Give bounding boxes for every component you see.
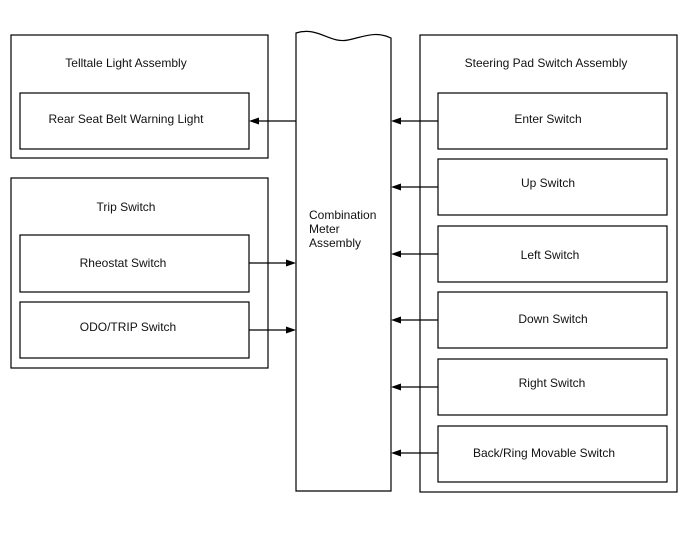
arrowhead-left: [391, 117, 401, 125]
enter-switch-box: [437, 92, 668, 150]
steering-pad-switch-assembly-group: Steering Pad Switch Assembly Enter Switc…: [419, 34, 678, 493]
connector-rheostat-to-meter: [249, 259, 296, 267]
trip-switch-group: Trip Switch Rheostat Switch ODO/TRIP Swi…: [10, 177, 269, 369]
back-ring-movable-switch-box: [437, 425, 668, 483]
connector-enter-to-meter: [391, 117, 438, 125]
combination-meter-label-line-3: Assembly: [309, 236, 361, 250]
combination-meter-label-line-2: Meter: [309, 222, 340, 236]
combination-meter-assembly-group: Combination Meter Assembly: [295, 30, 392, 492]
down-switch-box: [437, 291, 668, 349]
arrowhead-left: [391, 250, 401, 258]
odo-trip-switch-label: ODO/TRIP Switch: [80, 320, 176, 334]
up-switch-label: Up Switch: [521, 176, 575, 190]
down-switch-label: Down Switch: [518, 312, 587, 326]
odo-trip-switch-box: [19, 301, 250, 359]
back-ring-movable-switch-label: Back/Ring Movable Switch: [473, 446, 615, 460]
rear-seat-belt-warning-light-label: Rear Seat Belt Warning Light: [49, 112, 205, 126]
rheostat-switch-box: [19, 234, 250, 293]
combination-meter-assembly-box: [295, 30, 392, 492]
connector-back-ring-to-meter: [391, 449, 438, 457]
right-switch-box: [437, 358, 668, 416]
arrowhead-right: [286, 259, 296, 267]
connector-up-to-meter: [391, 183, 438, 191]
telltale-light-assembly-title: Telltale Light Assembly: [65, 56, 186, 70]
left-switch-label: Left Switch: [521, 248, 580, 262]
connector-odo-trip-to-meter: [249, 326, 296, 334]
steering-pad-switch-assembly-title: Steering Pad Switch Assembly: [465, 56, 628, 70]
arrowhead-left: [391, 449, 401, 457]
right-switch-label: Right Switch: [519, 376, 586, 390]
rheostat-switch-label: Rheostat Switch: [80, 256, 167, 270]
connector-meter-to-warning-light: [249, 117, 296, 125]
rear-seat-belt-warning-light-box: [19, 92, 250, 150]
connector-down-to-meter: [391, 316, 438, 324]
arrowhead-left: [391, 316, 401, 324]
arrowhead-left: [391, 383, 401, 391]
combination-meter-label-line-1: Combination: [309, 208, 376, 222]
enter-switch-label: Enter Switch: [514, 112, 581, 126]
connector-left-to-meter: [391, 250, 438, 258]
connector-right-to-meter: [391, 383, 438, 391]
telltale-light-assembly-group: Telltale Light Assembly Rear Seat Belt W…: [10, 34, 269, 159]
trip-switch-title: Trip Switch: [97, 200, 156, 214]
arrowhead-left: [391, 183, 401, 191]
arrowhead-right: [286, 326, 296, 334]
arrowhead-left: [249, 117, 259, 125]
